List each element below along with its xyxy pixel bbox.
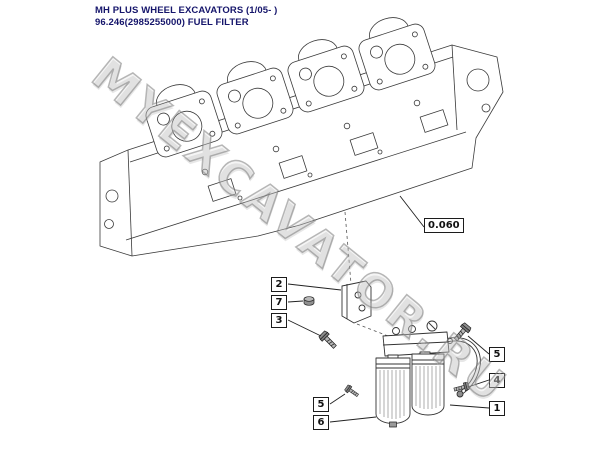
page-header: MH PLUS WHEEL EXCAVATORS (1/05- ) 96.246…	[95, 5, 277, 29]
callout-item-7[interactable]: 7	[271, 295, 287, 310]
fuel-filter-drawing	[375, 320, 481, 428]
callout-item-3[interactable]: 3	[271, 313, 287, 328]
callout-item-6[interactable]: 6	[313, 415, 329, 430]
bracket-drawing	[341, 280, 372, 324]
assembly-dashed-lines	[344, 211, 389, 337]
clamp-bolt-icon	[343, 384, 361, 399]
callout-item-2[interactable]: 2	[271, 277, 287, 292]
callout-item-4[interactable]: 4	[489, 373, 505, 388]
callout-item-5-right[interactable]: 5	[489, 347, 505, 362]
engine-line-art	[99, 7, 504, 257]
catalog-section-title: 96.246(2985255000) FUEL FILTER	[95, 17, 249, 28]
callout-item-1[interactable]: 1	[489, 401, 505, 416]
bracket-bolt-icon	[317, 329, 339, 351]
spacer-nut-drawing	[303, 296, 315, 306]
callout-item-5-left[interactable]: 5	[313, 397, 329, 412]
leader-lines	[287, 195, 490, 423]
catalog-model-title: MH PLUS WHEEL EXCAVATORS (1/05- )	[95, 5, 278, 16]
callout-ref-0060[interactable]: 0.060	[424, 218, 464, 233]
